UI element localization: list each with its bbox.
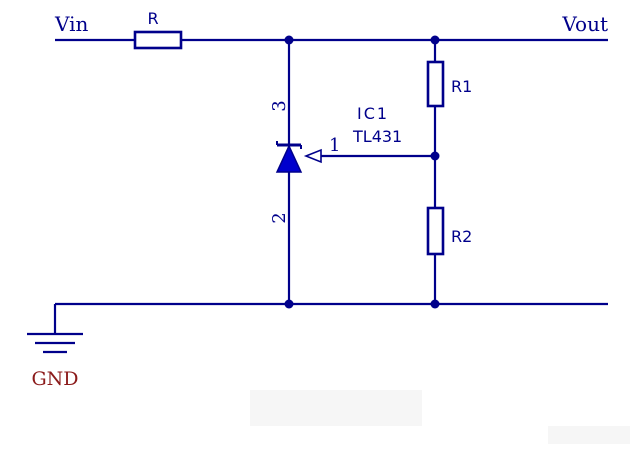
pin-1-label: 1 <box>329 135 340 156</box>
resistor-r-label: R <box>147 9 158 28</box>
ic-ref-label: IC1 <box>357 104 389 123</box>
resistor-r1-label: R1 <box>451 77 472 96</box>
junction-dot <box>430 35 440 45</box>
vout-label: Vout <box>561 12 608 36</box>
resistor-r1-body <box>426 60 445 108</box>
blank-patch <box>548 426 630 444</box>
junction-dot <box>430 299 440 309</box>
ic-part-label: TL431 <box>352 127 402 146</box>
resistor-r-body <box>133 30 183 50</box>
resistor-r2-body <box>426 206 445 256</box>
pin-3-label: 3 <box>269 100 290 111</box>
pin-2-label: 2 <box>269 212 290 223</box>
gnd-label: GND <box>31 368 78 390</box>
ground-symbol <box>27 304 83 354</box>
junction-dot <box>284 299 294 309</box>
tl431-symbol <box>275 141 322 173</box>
junction-dot <box>430 151 440 161</box>
vin-label: Vin <box>54 12 88 36</box>
blank-patch <box>250 390 422 426</box>
resistor-r2-label: R2 <box>451 227 472 246</box>
junction-dot <box>284 35 294 45</box>
